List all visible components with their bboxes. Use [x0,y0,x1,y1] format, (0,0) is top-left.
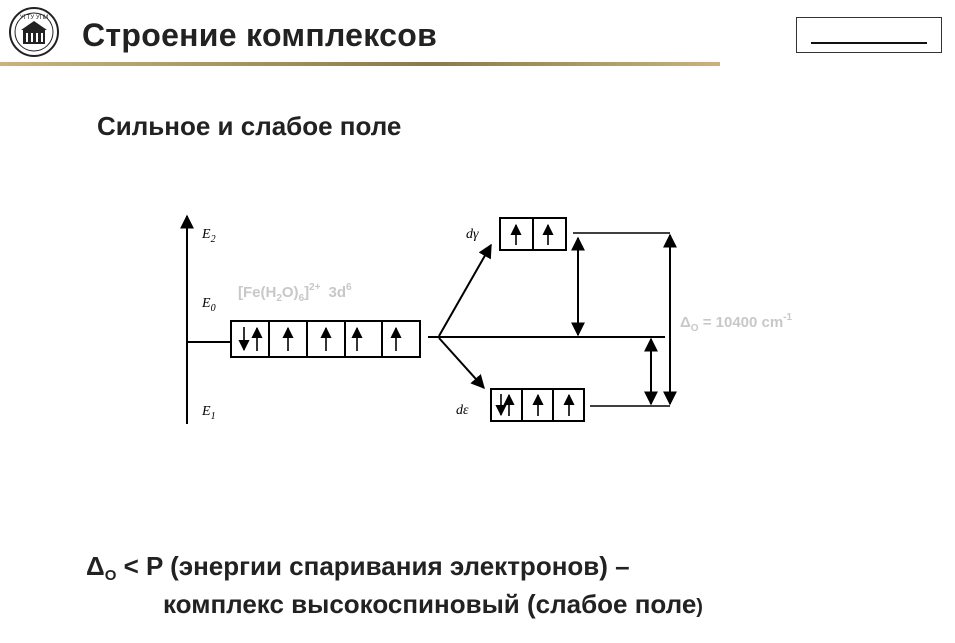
navigation-button[interactable] [796,17,942,53]
university-logo: УГТУ УПИ [9,7,59,57]
split-arrow-down [438,337,485,390]
initial-orbital-set [230,320,421,358]
d-epsilon-label: dε [456,403,469,418]
label-e2: E2 [201,227,216,245]
label-e0: E0 [201,296,216,314]
conclusion-line-2: комплекс высокоспиновый (слабое поле) [163,589,703,620]
title-divider [0,62,720,66]
navigation-underline [811,42,927,44]
delta-value-label: ΔO = 10400 cm-1 [680,312,793,334]
complex-formula: [Fe(H2O)6]2+3d6 [238,282,352,304]
d-gamma-label: dγ [466,227,479,242]
closing-paren: ) [696,596,703,618]
d-gamma-orbitals [499,217,567,251]
d-epsilon-orbitals [490,388,585,422]
conclusion-text-2: комплекс высокоспиновый (слабое поле [163,589,697,619]
page-title: Строение комплексов [82,17,438,53]
logo-text: УГТУ УПИ [20,15,49,21]
label-e1: E1 [201,404,216,422]
section-subtitle: Сильное и слабое поле [97,111,402,141]
delta-symbol: Δ [86,551,105,581]
conclusion-line-1: ΔO < P (энергии спаривания электронов) – [86,551,630,584]
split-arrow-up [438,243,492,337]
conclusion-text-1: < P (энергии спаривания электронов) – [116,551,630,581]
delta-subscript: O [104,567,117,584]
